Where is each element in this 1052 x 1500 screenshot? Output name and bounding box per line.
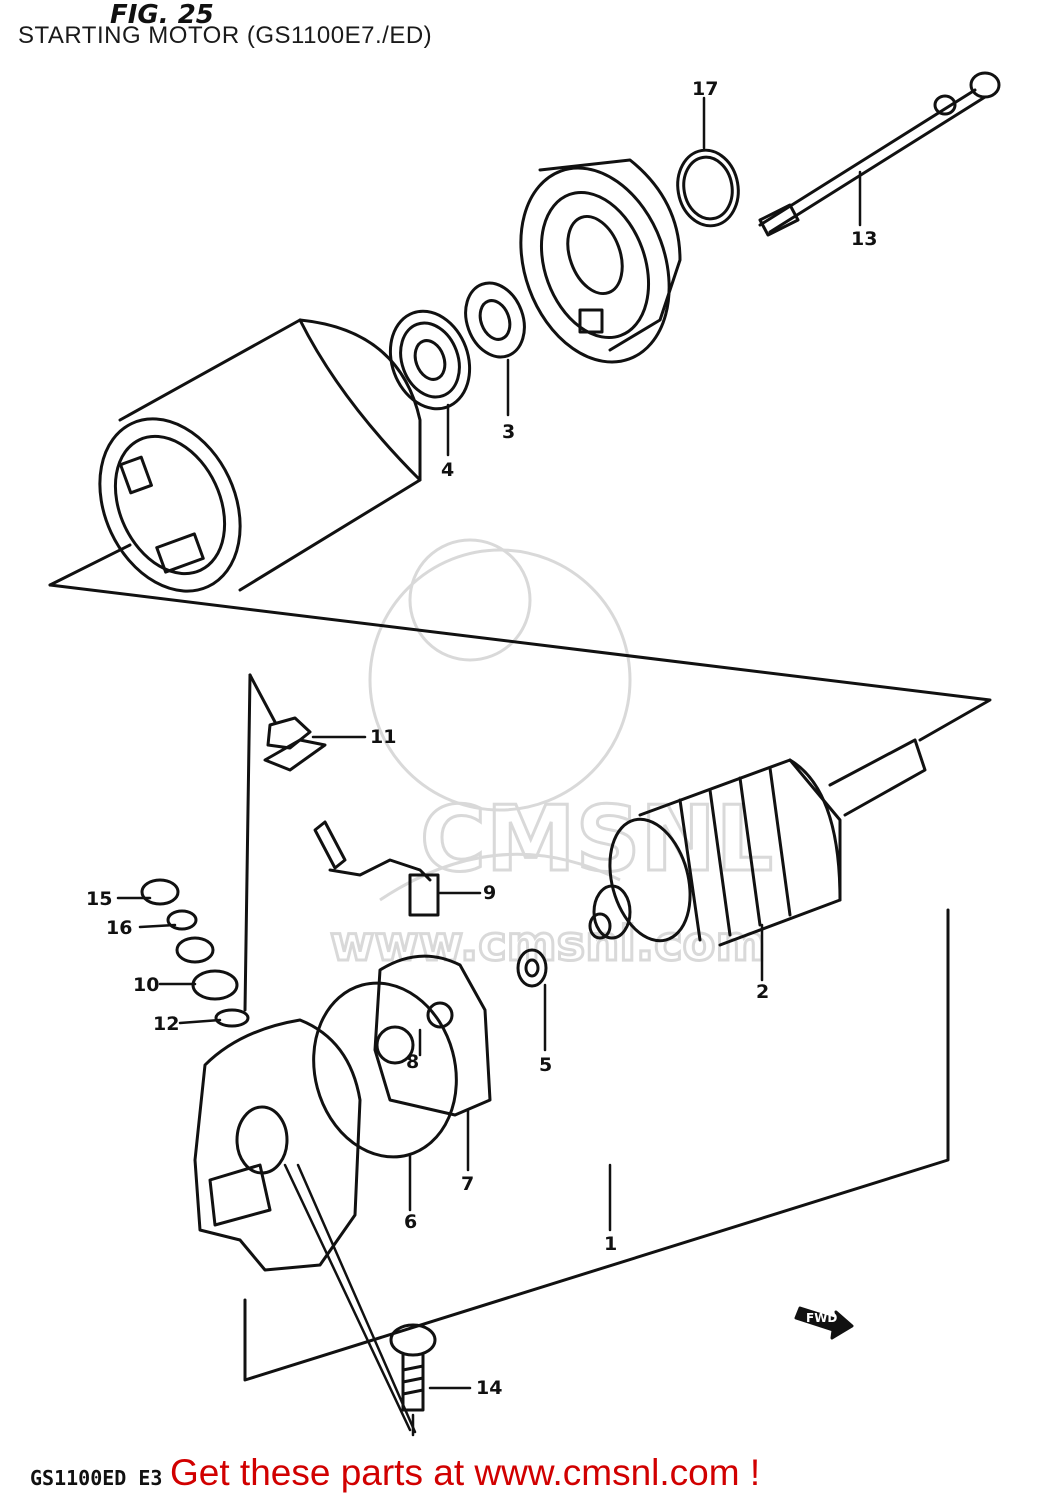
armature (588, 738, 927, 947)
callout-2: 2 (756, 981, 769, 1003)
watermark-badge: CMSNL (420, 787, 773, 892)
callout-3: 3 (502, 421, 515, 443)
rear-cover (193, 1018, 362, 1272)
callout-16: 16 (106, 917, 132, 939)
fwd-arrow (794, 1306, 854, 1340)
figure-label: FIG. 25 (110, 0, 214, 30)
callout-labels: 17 13 3 4 11 9 15 16 10 12 8 2 5 7 6 1 1… (86, 78, 877, 1399)
brush-plate (373, 954, 492, 1117)
model-code: GS1100ED E3 (30, 1466, 163, 1490)
cover-o-ring (312, 981, 458, 1159)
leader-lines (116, 96, 862, 1437)
callout-10: 10 (133, 974, 159, 996)
watermark: CMSNL www.cmsnl.com (329, 538, 775, 974)
oil-seal (464, 281, 526, 359)
fwd-label: FWD (806, 1311, 837, 1325)
terminal-hardware (140, 878, 250, 1028)
upper-frame-line (48, 543, 132, 587)
callout-17: 17 (692, 78, 718, 100)
callout-15: 15 (86, 888, 112, 910)
callout-13: 13 (851, 228, 877, 250)
callout-4: 4 (441, 459, 454, 481)
callout-11: 11 (370, 726, 396, 748)
callout-1: 1 (604, 1233, 617, 1255)
brush-clip (263, 716, 327, 772)
thrust-washer (516, 948, 548, 988)
upper-frame-line-long (48, 583, 992, 742)
callout-7: 7 (461, 1173, 474, 1195)
footer-cta-link[interactable]: Get these parts at www.cmsnl.com ! (170, 1452, 761, 1493)
through-bolt (758, 71, 1001, 237)
cover-screw (389, 1323, 437, 1412)
callout-12: 12 (153, 1013, 179, 1035)
brush-assembly (313, 820, 440, 917)
callout-5: 5 (539, 1054, 552, 1076)
yoke-housing (98, 318, 422, 593)
callout-14: 14 (476, 1377, 502, 1399)
callout-6: 6 (404, 1211, 417, 1233)
end-cover (519, 158, 682, 364)
page-title: STARTING MOTOR (GS1100E7./ED) (18, 22, 433, 49)
o-ring (676, 148, 740, 228)
lower-frame-bottom (243, 908, 950, 1382)
callout-8: 8 (406, 1051, 419, 1073)
callout-9: 9 (483, 882, 496, 904)
watermark-url: www.cmsnl.com (330, 916, 766, 972)
lower-frame-left (243, 673, 252, 1012)
